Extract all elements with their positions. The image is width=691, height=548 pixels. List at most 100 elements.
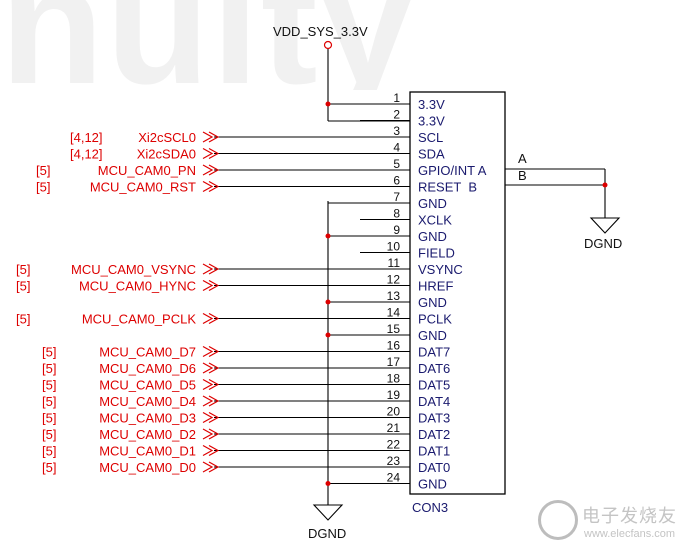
pin-9-number: 9: [393, 223, 400, 237]
pin-21-number: 21: [387, 421, 401, 435]
ground-label-bottom: DGND: [308, 526, 346, 541]
net-MCU_CAM0_D1: MCU_CAM0_D1[5]: [42, 444, 360, 459]
pin-17-number: 17: [387, 355, 401, 369]
off-page-arrow-icon: [208, 461, 220, 473]
pin-8-name: XCLK: [418, 213, 452, 228]
off-page-arrow-icon: [208, 428, 220, 440]
pin-13-name: GND: [418, 295, 447, 310]
pin-23-name: DAT0: [418, 460, 450, 475]
net-Xi2cSDA0: Xi2cSDA0 [4,12]: [70, 147, 360, 162]
off-page-arrow-icon: [208, 263, 220, 275]
pin-3-number: 3: [393, 124, 400, 138]
net-ref: [5]: [16, 279, 30, 294]
net-name: MCU_CAM0_VSYNC: [71, 262, 196, 277]
off-page-arrow-icon: [202, 147, 214, 160]
pin-11-number: 11: [388, 256, 401, 270]
ground-label-right: DGND: [584, 236, 622, 251]
pin-2-number: 2: [393, 108, 400, 122]
junction: [325, 481, 331, 486]
pin-10-name: FIELD: [418, 246, 455, 261]
power-port: [323, 40, 333, 50]
net-name: MCU_CAM0_D5: [99, 378, 196, 393]
off-page-arrow-icon: [202, 279, 214, 292]
off-page-arrow-icon: [208, 279, 220, 292]
power-label: VDD_SYS_3.3V: [273, 24, 368, 39]
pin-18-number: 18: [387, 372, 401, 386]
brand-logo: 电子发烧友 www.elecfans.com: [538, 500, 688, 546]
off-page-arrow-icon: [208, 378, 220, 391]
net-name: MCU_CAM0_D2: [99, 427, 196, 442]
pin-3-name: SCL: [418, 130, 443, 145]
net-ref: [5]: [42, 361, 56, 376]
pin-12-number: 12: [387, 273, 401, 287]
pin-20-number: 20: [387, 405, 401, 419]
pin-8-number: 8: [393, 207, 400, 221]
off-page-arrow-icon: [208, 131, 220, 143]
pin-11-name: VSYNC: [418, 262, 463, 277]
net-Xi2cSCL0: Xi2cSCL0[4,12]: [70, 130, 360, 145]
pin-4-number: 4: [393, 141, 400, 155]
off-page-arrow-icon: [202, 411, 214, 424]
net-name: MCU_CAM0_D0: [99, 460, 196, 475]
off-page-arrow-icon: [202, 444, 214, 457]
off-page-arrow-icon: [202, 428, 214, 440]
pin-17-name: DAT6: [418, 361, 450, 376]
label-a: A: [518, 151, 527, 166]
net-ref: [5]: [42, 444, 56, 459]
off-page-arrow-icon: [202, 345, 214, 358]
off-page-arrow-icon: [202, 378, 214, 391]
off-page-arrow-icon: [202, 131, 214, 143]
net-ref: [5]: [42, 460, 56, 475]
pin-7-name: GND: [418, 196, 447, 211]
off-page-arrow-icon: [208, 411, 220, 424]
off-page-arrow-icon: [202, 312, 214, 325]
off-page-arrow-icon: [208, 164, 220, 176]
net-ref: [4,12]: [70, 147, 103, 162]
pin-4-name: SDA: [418, 147, 445, 162]
logo-url: www.elecfans.com: [584, 528, 676, 540]
net-name: MCU_CAM0_D4: [99, 394, 196, 409]
off-page-arrow-icon: [208, 345, 220, 358]
junction: [325, 332, 331, 338]
off-page-arrow-icon: [208, 395, 220, 407]
net-ref: [5]: [42, 345, 56, 360]
pin-5-number: 5: [393, 157, 400, 171]
net-MCU_CAM0_HYNC: MCU_CAM0_HYNC[5]: [16, 279, 360, 294]
pin-9-name: GND: [418, 229, 447, 244]
logo-mark-icon: [538, 500, 578, 540]
pin-13-number: 13: [387, 289, 401, 303]
pin-14-number: 14: [387, 306, 401, 320]
pin-19-number: 19: [387, 388, 401, 402]
off-page-arrow-icon: [202, 164, 214, 176]
pin-24-name: GND: [418, 477, 447, 492]
net-name: MCU_CAM0_D6: [99, 361, 196, 376]
net-MCU_CAM0_VSYNC: MCU_CAM0_VSYNC[5]: [16, 262, 360, 277]
net-ref: [5]: [42, 378, 56, 393]
net-name: Xi2cSDA0: [137, 147, 196, 162]
net-ref: [5]: [16, 312, 30, 327]
ground-symbol-bottom: [312, 504, 344, 521]
junction: [325, 299, 331, 305]
pin-16-name: DAT7: [418, 345, 450, 360]
pin-5-name: GPIO/INT A: [418, 163, 487, 178]
connector-ref: CON3: [412, 500, 448, 515]
junction: [325, 233, 331, 239]
off-page-arrow-icon: [208, 312, 220, 325]
pin-6-name: RESET B: [418, 180, 477, 195]
off-page-arrow-icon: [208, 147, 220, 160]
net-MCU_CAM0_PN: MCU_CAM0_PN[5]: [36, 163, 360, 178]
pin-14-name: PCLK: [418, 312, 452, 327]
net-MCU_CAM0_D6: MCU_CAM0_D6 [5]: [42, 361, 360, 376]
pin-12-name: HREF: [418, 279, 453, 294]
net-name: MCU_CAM0_PN: [98, 163, 196, 178]
off-page-arrow-icon: [202, 461, 214, 473]
pin-7-number: 7: [393, 190, 400, 204]
net-ref: [5]: [42, 427, 56, 442]
ground-taps: [325, 202, 360, 486]
net-name: MCU_CAM0_D3: [99, 411, 196, 426]
pin-6-number: 6: [393, 174, 400, 188]
pin-22-name: DAT1: [418, 444, 450, 459]
label-b: B: [518, 168, 527, 183]
logo-text: 电子发烧友: [582, 506, 677, 527]
